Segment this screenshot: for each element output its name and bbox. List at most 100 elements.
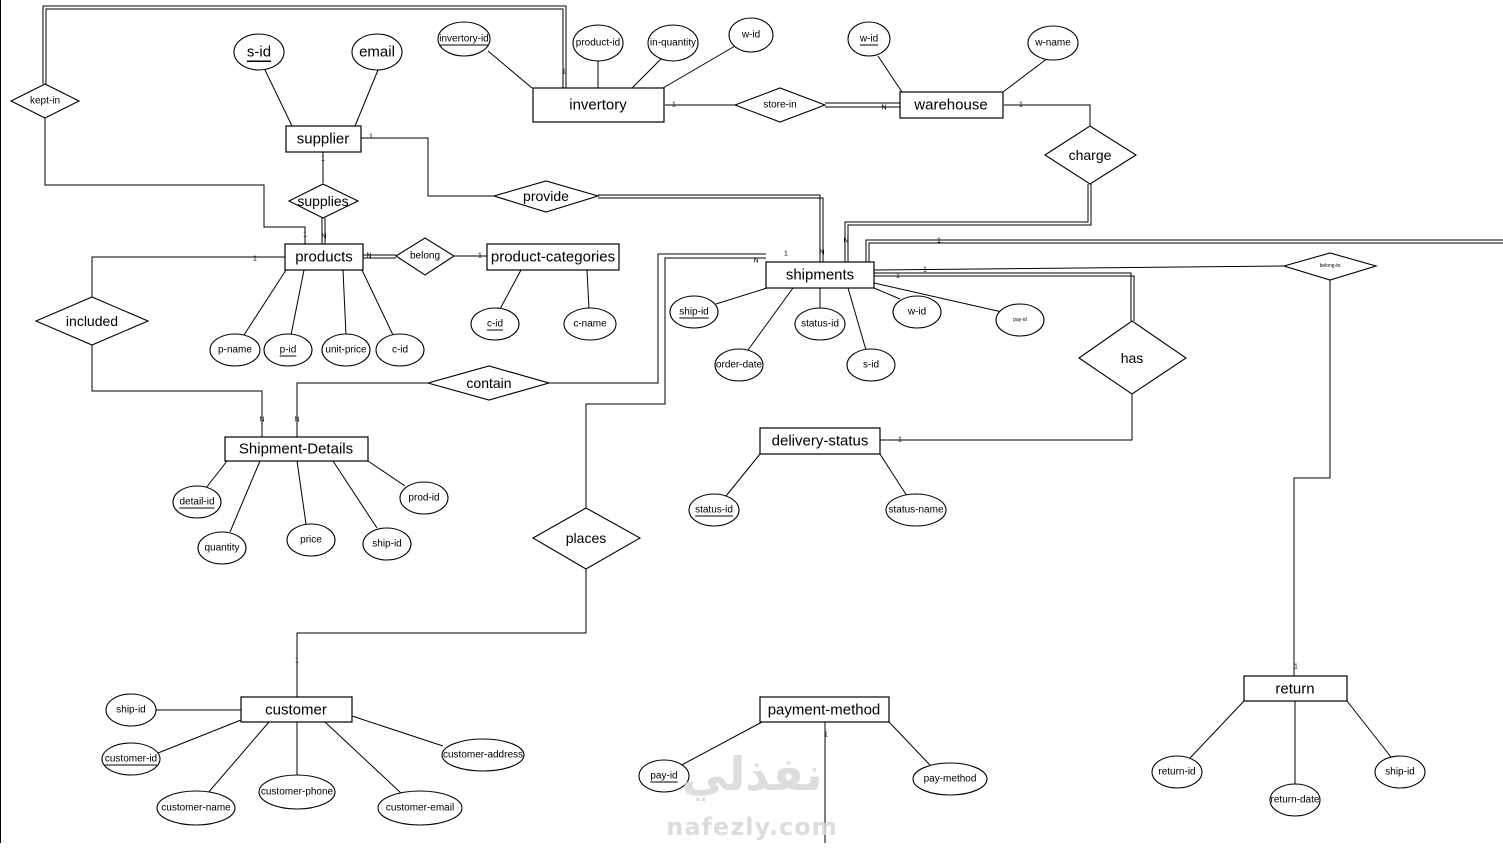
- entity-warehouse[interactable]: warehouse: [899, 91, 1004, 119]
- connector-p-name: [243, 269, 287, 336]
- charge-label: charge: [1069, 147, 1112, 163]
- customer-address-label: customer-address: [443, 750, 523, 761]
- shipment-details-label: Shipment-Details: [239, 441, 353, 458]
- card-products-supplies: N: [321, 234, 326, 241]
- attr-customer-address[interactable]: customer-address: [441, 738, 525, 772]
- card-shipments-belongto: 1: [923, 267, 927, 274]
- cat-c-name-label: c-name: [573, 319, 607, 330]
- prod-c-id-label: c-id: [392, 345, 408, 356]
- connector-wh-w-name: [1002, 57, 1049, 93]
- card-payment-method: 1: [824, 732, 828, 739]
- attr-sh-s-id[interactable]: s-id: [846, 348, 896, 382]
- attr-ds-status-id[interactable]: status-id: [688, 493, 740, 527]
- belong-label: belong: [410, 251, 440, 262]
- attr-return-date[interactable]: return-date: [1269, 783, 1321, 817]
- relationship-has[interactable]: has: [1078, 320, 1187, 395]
- attr-order-date[interactable]: order-date: [714, 348, 764, 382]
- entity-product-categories[interactable]: product-categories: [486, 243, 620, 271]
- connector-included-details: [91, 345, 263, 437]
- customer-id-label: customer-id: [105, 754, 157, 765]
- ds-status-name-label: status-name: [888, 505, 943, 516]
- p-name-label: p-name: [218, 345, 252, 356]
- entity-products[interactable]: products: [284, 243, 364, 271]
- attr-sh-status-id[interactable]: status-id: [794, 307, 846, 341]
- connector-unit-price: [342, 269, 347, 336]
- relationship-supplies[interactable]: supplies: [287, 183, 360, 219]
- relationship-provide[interactable]: provide: [492, 180, 600, 213]
- entity-payment-method[interactable]: payment-method: [759, 696, 890, 723]
- attr-inv-w-id[interactable]: w-id: [728, 17, 774, 53]
- attr-sd-ship-id[interactable]: ship-id: [362, 527, 412, 561]
- entity-customer[interactable]: customer: [240, 696, 353, 723]
- attr-customer-name[interactable]: customer-name: [156, 790, 236, 826]
- attr-sd-price[interactable]: price: [286, 523, 336, 557]
- attr-sd-quantity[interactable]: quantity: [197, 531, 247, 565]
- attr-re-ship-id[interactable]: ship-id: [1374, 755, 1426, 789]
- attr-p-name[interactable]: p-name: [209, 333, 261, 367]
- attr-customer-phone[interactable]: customer-phone: [258, 774, 336, 810]
- attr-ds-status-name[interactable]: status-name: [885, 493, 947, 527]
- connector-customer-name: [206, 721, 270, 795]
- sh-s-id-label: s-id: [863, 360, 879, 371]
- attr-inv-product-id[interactable]: product-id: [572, 24, 624, 62]
- inv-product-id-label: product-id: [576, 38, 620, 49]
- entity-shipment-details[interactable]: Shipment-Details: [224, 436, 369, 462]
- attr-customer-id[interactable]: customer-id: [101, 742, 161, 776]
- attr-detail-id[interactable]: detail-id: [172, 485, 222, 519]
- connector-cat-c-name: [586, 269, 590, 310]
- connector-p-id: [290, 269, 305, 336]
- card-shipments-places: N: [753, 258, 758, 265]
- attr-return-id[interactable]: return-id: [1151, 755, 1203, 789]
- attr-sh-w-id[interactable]: w-id: [892, 295, 942, 329]
- relationship-kept-in[interactable]: kept-in: [9, 83, 81, 119]
- product-categories-label: product-categories: [491, 249, 615, 266]
- attr-pm-pay-id[interactable]: pay-id: [638, 759, 690, 793]
- entity-shipments[interactable]: shipments: [765, 261, 875, 289]
- card-shipments-offpage: 1: [937, 238, 941, 245]
- entity-invertory[interactable]: invertory: [532, 87, 665, 123]
- return-id-label: return-id: [1158, 767, 1195, 778]
- card-details-included: N: [259, 417, 264, 424]
- card-warehouse-charge: 1: [1019, 102, 1023, 109]
- unit-price-label: unit-price: [325, 345, 367, 356]
- attr-wh-w-id[interactable]: w-id: [847, 21, 891, 57]
- attr-customer-email[interactable]: customer-email: [377, 790, 463, 826]
- attr-p-id[interactable]: p-id: [263, 333, 313, 367]
- relationship-places[interactable]: places: [531, 507, 642, 570]
- pay-method-label: pay-method: [924, 774, 977, 785]
- entity-delivery-status[interactable]: delivery-status: [759, 427, 881, 455]
- attr-cu-ship-id[interactable]: ship-id: [105, 693, 157, 727]
- watermark-latin: nafezly.com: [666, 813, 837, 841]
- attr-sh-pay-id[interactable]: pay-id: [995, 303, 1045, 337]
- card-return-belongto: 1: [1294, 664, 1298, 671]
- customer-name-label: customer-name: [161, 803, 231, 814]
- attr-email[interactable]: email: [351, 33, 403, 71]
- attr-wh-w-name[interactable]: w-name: [1027, 25, 1079, 61]
- attr-in-quantity[interactable]: in-quantity: [647, 24, 699, 62]
- attr-cat-c-id[interactable]: c-id: [470, 307, 520, 341]
- attr-s-id[interactable]: s-id: [233, 33, 285, 71]
- customer-label: customer: [265, 702, 327, 719]
- attr-cat-c-name[interactable]: c-name: [563, 307, 617, 341]
- relationship-included[interactable]: included: [34, 296, 150, 346]
- inv-w-id-label: w-id: [741, 30, 760, 41]
- wh-w-name-label: w-name: [1034, 38, 1071, 49]
- entity-return[interactable]: return: [1243, 675, 1348, 702]
- attr-unit-price[interactable]: unit-price: [321, 333, 371, 367]
- attr-sd-prod-id[interactable]: prod-id: [399, 481, 449, 515]
- attr-prod-c-id[interactable]: c-id: [375, 333, 425, 367]
- relationship-charge[interactable]: charge: [1043, 125, 1138, 185]
- connector-shipments-offpage-2: [868, 242, 1503, 262]
- connector-contain-shipments: [549, 253, 766, 384]
- relationship-belong-to[interactable]: belong-to: [1282, 252, 1378, 281]
- relationship-belong[interactable]: belong: [394, 237, 456, 276]
- attr-pay-method[interactable]: pay-method: [912, 762, 988, 796]
- connector-charge-shipments: [844, 184, 1089, 262]
- connector-re-ship-id: [1346, 700, 1392, 758]
- relationship-contain[interactable]: contain: [425, 365, 552, 401]
- attr-invertory-id[interactable]: invertory-id: [437, 21, 491, 57]
- entity-supplier[interactable]: supplier: [285, 125, 362, 153]
- invertory-label: invertory: [569, 97, 627, 114]
- relationship-store-in[interactable]: store-in: [733, 87, 827, 123]
- attr-sh-ship-id[interactable]: ship-id: [669, 295, 719, 329]
